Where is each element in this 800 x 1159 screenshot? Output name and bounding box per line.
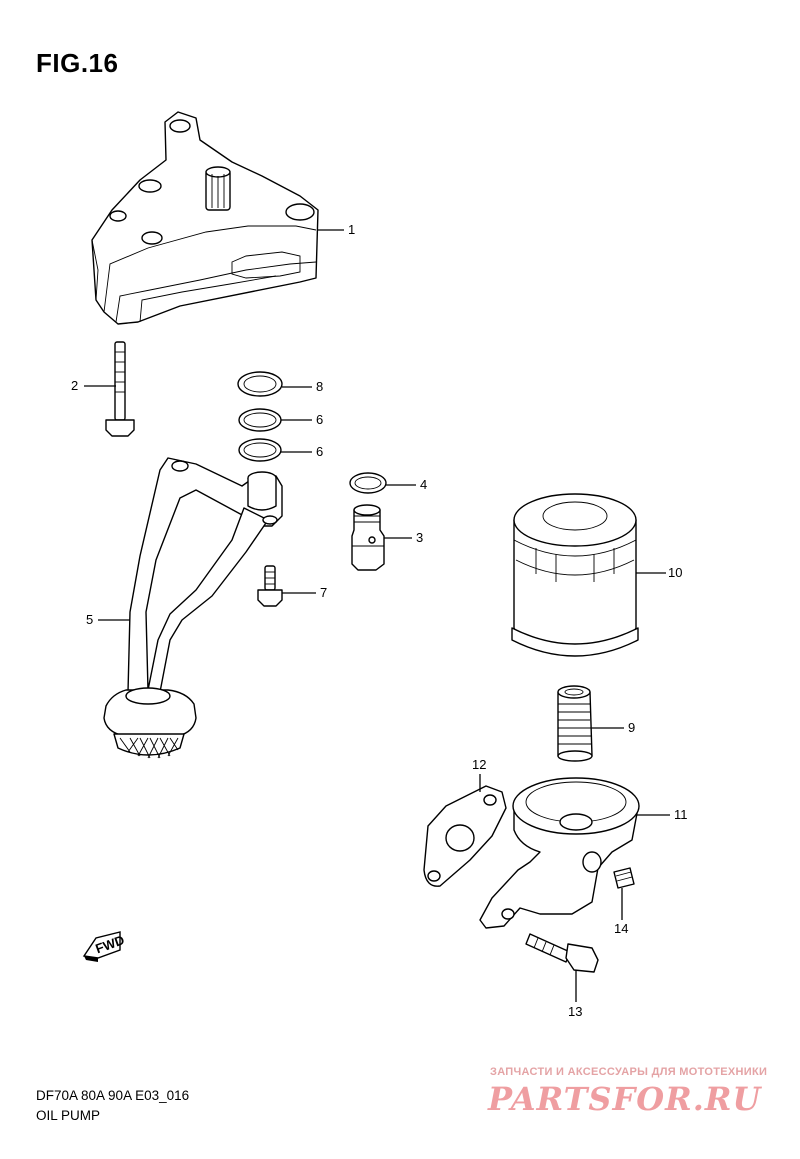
- callout-6-lower: 6: [316, 444, 323, 459]
- drain-plug: [613, 867, 635, 889]
- part-name: OIL PUMP: [36, 1108, 101, 1123]
- oil-filter: [511, 493, 639, 657]
- o-ring-6-upper: [238, 408, 282, 432]
- callout-leader-lines: [84, 229, 670, 1002]
- callout-10: 10: [668, 565, 682, 580]
- o-ring-6-lower: [238, 438, 282, 462]
- callout-6-upper: 6: [316, 412, 323, 427]
- fwd-arrow-icon: FWD: [82, 931, 126, 962]
- callout-14: 14: [614, 921, 628, 936]
- callout-4: 4: [420, 477, 427, 492]
- oil-filter-stand: [479, 777, 640, 929]
- pump-mounting-bolt: [105, 341, 135, 437]
- callout-5: 5: [86, 612, 93, 627]
- callout-3: 3: [416, 530, 423, 545]
- gasket-4: [349, 472, 387, 494]
- union-fitting: [351, 504, 385, 571]
- model-code: DF70A 80A 90A E03_016: [36, 1088, 190, 1103]
- watermark-tagline: ЗАПЧАСТИ И АКСЕССУАРЫ ДЛЯ МОТОТЕХНИКИ: [490, 1066, 768, 1078]
- callout-13: 13: [568, 1004, 582, 1019]
- filter-stand-gasket: [423, 785, 507, 887]
- callout-9: 9: [628, 720, 635, 735]
- callout-11: 11: [674, 807, 688, 822]
- callout-2: 2: [71, 378, 78, 393]
- figure-title: FIG.16: [36, 48, 119, 78]
- oil-strainer: [103, 457, 283, 759]
- callout-8: 8: [316, 379, 323, 394]
- threaded-pipe: [557, 685, 593, 762]
- oil-pump-body: [91, 111, 319, 325]
- strainer-bolt: [257, 565, 283, 607]
- o-ring-8: [237, 371, 283, 397]
- stand-mounting-bolt: [525, 933, 599, 973]
- callout-7: 7: [320, 585, 327, 600]
- callout-1: 1: [348, 222, 355, 237]
- callout-12: 12: [472, 757, 486, 772]
- watermark-brand-logo: PARTSFOR.RU: [488, 1080, 762, 1118]
